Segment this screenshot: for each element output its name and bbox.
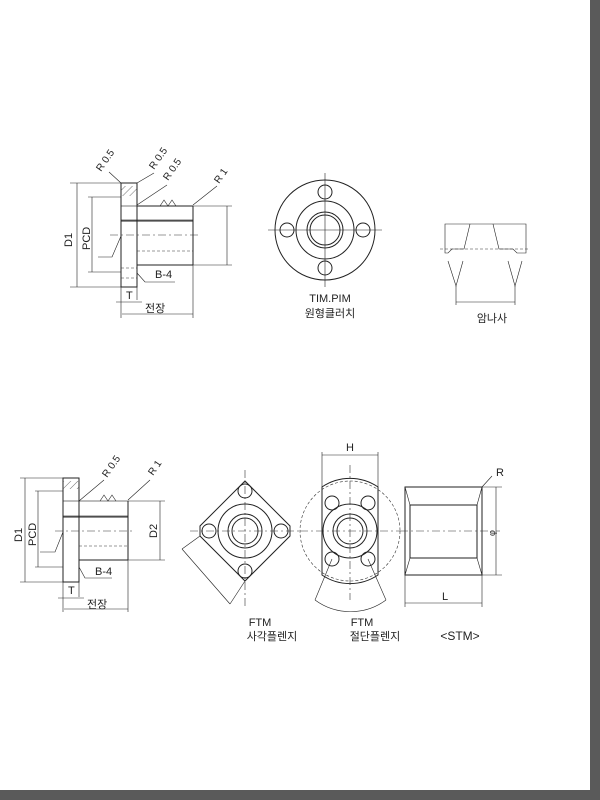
round-flange-code: TIM.PIM <box>309 293 351 305</box>
cut-flange-name: 절단플렌지 <box>350 630 401 643</box>
pcd-label: PCD <box>81 227 93 250</box>
square-flange-name: 사각플렌지 <box>247 630 298 643</box>
bottom-d1-label: D1 <box>13 528 25 542</box>
straight-type-view: R φ L <STM> <box>400 467 504 643</box>
female-thread-name: 암나사 <box>477 312 507 325</box>
bottom-length-label: 전장 <box>87 598 107 611</box>
technical-drawing: R 0.5 R 0.5 R 0.5 R 1 D1 PCD B-4 T 전장 TI… <box>13 145 530 643</box>
l-label: L <box>442 591 448 603</box>
bottom-t-label: T <box>68 585 75 597</box>
d2-label: D2 <box>148 524 160 538</box>
t-label: T <box>126 290 133 302</box>
cut-flange-view: H FTM 절단플렌지 <box>299 442 401 643</box>
b4-label: B-4 <box>155 269 172 281</box>
bottom-side-view: R 0.5 R 1 D1 PCD D2 B-4 T 전장 <box>13 453 165 612</box>
r05-label-1: R 0.5 <box>94 147 117 173</box>
d1-label: D1 <box>63 233 75 247</box>
square-flange-view: FTM 사각플렌지 <box>181 470 300 643</box>
female-thread-view: 암나사 <box>440 223 530 325</box>
length-label: 전장 <box>145 302 165 315</box>
cut-flange-code: FTM <box>351 617 374 629</box>
r1-label: R 1 <box>212 166 230 185</box>
bottom-b4-label: B-4 <box>95 566 112 578</box>
round-flange-name: 원형클러치 <box>305 307 356 320</box>
bottom-r05-label: R 0.5 <box>100 453 123 479</box>
round-flange-view: TIM.PIM 원형클러치 <box>268 173 382 320</box>
phi-label: φ <box>487 530 497 536</box>
r05-label-3: R 0.5 <box>161 156 184 182</box>
top-side-view: R 0.5 R 0.5 R 0.5 R 1 D1 PCD B-4 T 전장 <box>63 145 232 318</box>
r-label: R <box>496 467 504 479</box>
bottom-r1-label: R 1 <box>146 458 164 477</box>
stm-name: <STM> <box>440 629 479 643</box>
h-label: H <box>346 442 354 454</box>
drawing-sheet: R 0.5 R 0.5 R 0.5 R 1 D1 PCD B-4 T 전장 TI… <box>0 0 590 790</box>
square-flange-code: FTM <box>249 617 272 629</box>
bottom-pcd-label: PCD <box>27 523 39 546</box>
